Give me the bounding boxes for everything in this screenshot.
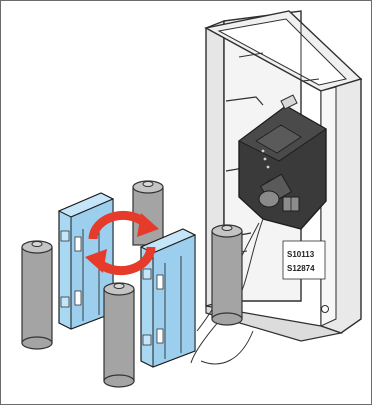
- label-code-1: S10113: [287, 250, 315, 259]
- product-label: S10113 S12874: [283, 241, 325, 279]
- battery-front-center: [104, 283, 134, 387]
- label-code-2: S12874: [287, 264, 315, 273]
- battery-rear-right: [212, 225, 242, 325]
- battery-front-left: [22, 241, 52, 349]
